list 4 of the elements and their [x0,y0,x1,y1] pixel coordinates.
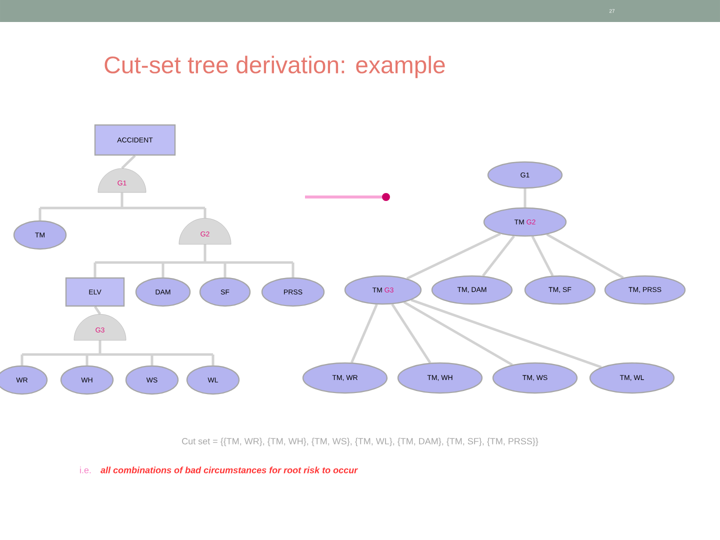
slide-title: Cut-set tree derivation: example [104,56,445,78]
cut-set-text: Cut set = {{TM, WR}, {TM, WH}, {TM, WS}, {TM, WL}, {TM, DAM}, {TM, SF}, {TM, PRSS}} [182,438,538,446]
ie-text: i.e. [80,466,91,474]
note-text: all combinations of bad circumstances for root risk to occur [100,466,358,474]
